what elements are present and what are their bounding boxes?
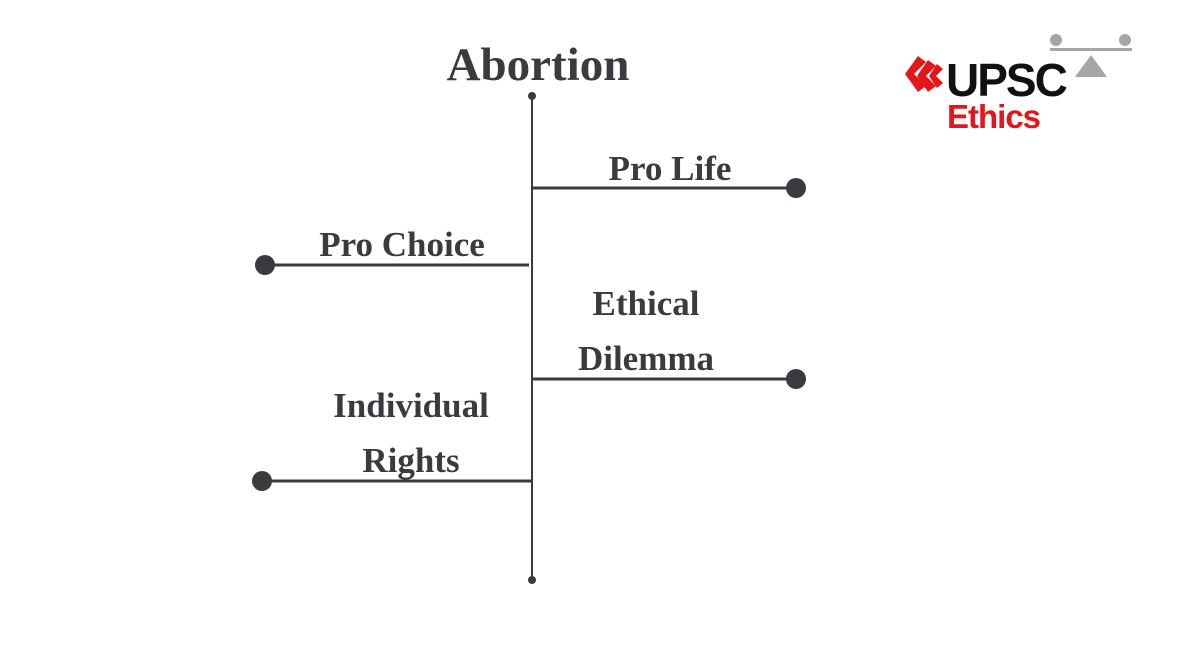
branch-label-line2: Rights [362, 441, 459, 480]
upsc-ethics-logo: UPSC Ethics [905, 34, 1132, 135]
branch-label-line1: Ethical [593, 284, 700, 323]
branch-end-dot [786, 369, 806, 389]
flame-stripes-icon [905, 56, 943, 92]
branch-end-dot [786, 178, 806, 198]
branch-end-dot [252, 471, 272, 491]
branch-pro-choice: Pro Choice [255, 225, 529, 275]
diagram-title: Abortion [447, 39, 630, 91]
axis-top-dot [528, 92, 536, 100]
logo-word-ethics: Ethics [947, 98, 1040, 135]
branch-label: Pro Life [609, 149, 732, 188]
branch-label: Pro Choice [319, 225, 485, 264]
branch-label-line1: Individual [333, 386, 489, 425]
branch-ethical-dilemma: Ethical Dilemma [532, 284, 806, 389]
logo-word-upsc: UPSC [946, 54, 1067, 106]
axis-bottom-dot [528, 576, 536, 584]
branch-end-dot [255, 255, 275, 275]
balance-scale-icon [1050, 34, 1132, 77]
branch-individual-rights: Individual Rights [252, 386, 532, 491]
branch-pro-life: Pro Life [532, 149, 806, 198]
branch-label-line2: Dilemma [578, 339, 714, 378]
